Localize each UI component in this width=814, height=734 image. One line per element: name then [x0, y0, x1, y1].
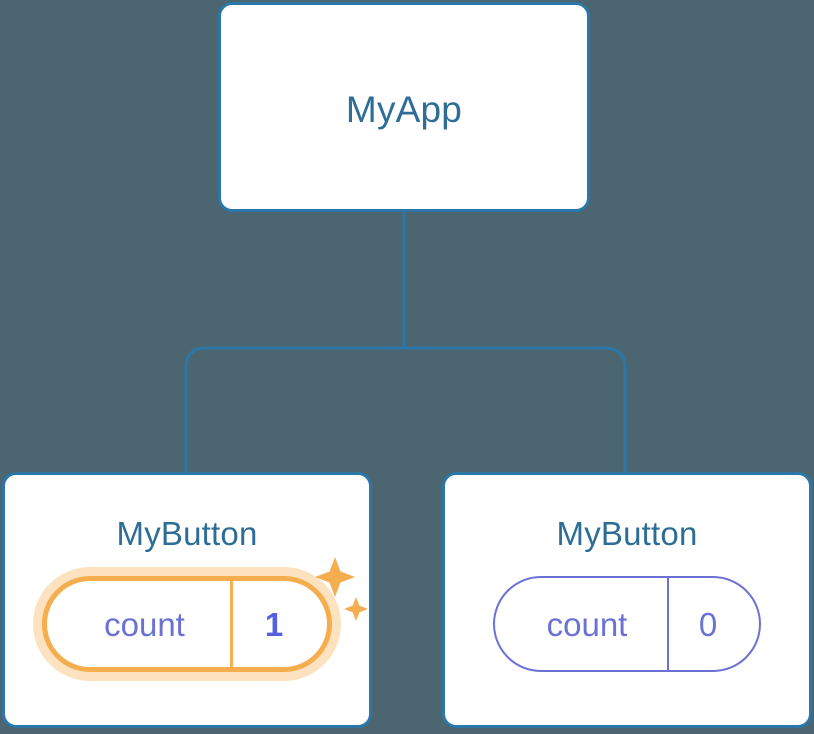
node-mybutton-left[interactable]: MyButton count 1 [2, 472, 372, 728]
prop-pill-left[interactable]: count 1 [42, 557, 368, 672]
node-myapp[interactable]: MyApp [218, 2, 590, 212]
node-mybutton-left-title: MyButton [116, 515, 258, 552]
prop-key-left: count [47, 581, 233, 667]
node-mybutton-right[interactable]: MyButton count 0 [442, 472, 812, 728]
prop-pill-right-wrapper: count 0 [445, 576, 809, 672]
node-mybutton-right-title: MyButton [556, 515, 698, 552]
node-myapp-title: MyApp [345, 89, 463, 130]
prop-pill-right[interactable]: count 0 [493, 576, 761, 672]
prop-value-right: 0 [698, 605, 718, 643]
prop-key-right: count [495, 578, 669, 670]
prop-value-left: 1 [264, 605, 284, 643]
prop-pill-left-wrapper: count 1 [5, 557, 369, 672]
edge-split-bar [184, 346, 627, 472]
